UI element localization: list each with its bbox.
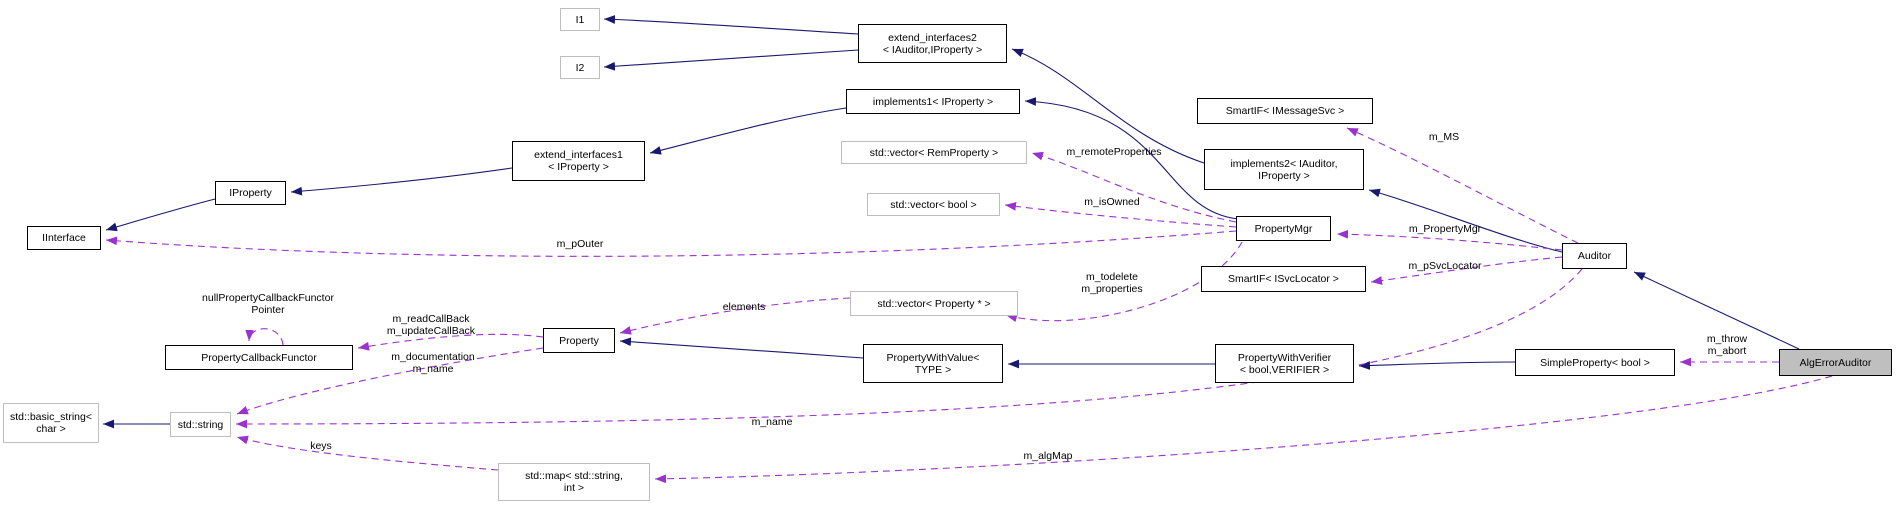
node-vector-remproperty: std::vector< RemProperty >: [841, 141, 1027, 164]
edge-stdmap-to-stdstring: [236, 435, 499, 471]
node-implements2[interactable]: implements2< IAuditor, IProperty >: [1204, 149, 1364, 190]
edge-label-m-algmap: m_algMap: [1023, 450, 1073, 462]
edge-iproperty-to-iinterface: [105, 198, 216, 232]
edge-extend-interfaces2-to-i1: [603, 15, 859, 35]
node-smartif-isvclocator[interactable]: SmartIF< ISvcLocator >: [1201, 266, 1366, 292]
edge-callbackfunctor-self-loop: [245, 328, 284, 346]
edge-label-m-isowned: m_isOwned: [1084, 196, 1140, 208]
edge-label-callbacks: m_readCallBack m_updateCallBack: [386, 313, 476, 337]
edge-algerrorauditor-to-auditor: [1633, 271, 1800, 350]
node-basic-string: std::basic_string< char >: [3, 403, 99, 443]
node-property[interactable]: Property: [543, 328, 615, 353]
edge-label-m-pouter: m_pOuter: [556, 238, 604, 250]
node-propertycallbackfunctor[interactable]: PropertyCallbackFunctor: [165, 345, 353, 370]
edge-propertymgr-to-iinterface: [105, 230, 1237, 257]
edge-label-m-propertymgr: m_PropertyMgr: [1408, 223, 1482, 235]
edge-label-elements: elements: [722, 301, 766, 313]
edge-propertywithvalue-to-property: [619, 337, 864, 359]
node-auditor[interactable]: Auditor: [1562, 243, 1627, 269]
edge-vector-property-ptr-to-property: [619, 297, 851, 335]
edge-label-m-todelete-m-properties: m_todelete m_properties: [1081, 271, 1143, 295]
edge-auditor-to-stdstring: [235, 268, 1583, 429]
edge-propertymgr-to-vector-bool: [1004, 202, 1237, 228]
edge-propertymgr-to-vector-property-ptr: [1005, 241, 1243, 323]
node-i1: I1: [560, 8, 600, 31]
node-propertymgr[interactable]: PropertyMgr: [1236, 216, 1331, 241]
node-propertywithverifier[interactable]: PropertyWithVerifier < bool,VERIFIER >: [1215, 344, 1354, 383]
node-implements1[interactable]: implements1< IProperty >: [846, 89, 1020, 114]
node-vector-bool: std::vector< bool >: [867, 193, 1000, 216]
edge-extend-interfaces1-to-iproperty: [290, 167, 513, 196]
edge-label-keys: keys: [310, 440, 332, 452]
node-simpleproperty-bool[interactable]: SimpleProperty< bool >: [1515, 349, 1675, 376]
edge-label-documentation-name: m_documentation m_name: [391, 351, 475, 375]
node-std-string: std::string: [170, 412, 231, 437]
edge-property-to-stdstring: [236, 347, 544, 415]
edge-extend-interfaces2-to-i2: [603, 49, 859, 71]
node-iinterface[interactable]: IInterface: [27, 226, 101, 250]
node-extend-interfaces2[interactable]: extend_interfaces2 < IAuditor,IProperty …: [858, 24, 1007, 63]
node-propertywithvalue[interactable]: PropertyWithValue< TYPE >: [863, 344, 1003, 383]
edge-label-m-name: m_name: [751, 416, 793, 428]
edge-property-to-callbackfunctor: [357, 333, 544, 351]
edge-propertymgr-to-vector-remproperty: [1031, 151, 1237, 223]
edge-auditor-to-implements2: [1368, 188, 1563, 253]
node-iproperty[interactable]: IProperty: [215, 181, 286, 205]
node-vector-property-ptr: std::vector< Property * >: [850, 291, 1018, 316]
node-std-map: std::map< std::string, int >: [498, 463, 650, 501]
node-smartif-imessagesvc[interactable]: SmartIF< IMessageSvc >: [1197, 98, 1373, 124]
edge-label-throw-abort: m_throw m_abort: [1706, 333, 1748, 357]
edge-label-m-ms: m_MS: [1428, 131, 1460, 143]
edge-auditor-to-propertymgr: [1336, 229, 1563, 251]
edge-simpleproperty-to-propertywithverifier: [1358, 361, 1516, 370]
node-i2: I2: [560, 56, 600, 79]
edge-auditor-to-smartif-isvclocator: [1370, 256, 1563, 285]
edge-algerrorauditor-to-stdmap: [654, 375, 1833, 484]
edge-label-m-remoteproperties: m_remoteProperties: [1066, 146, 1162, 158]
edge-propertymgr-to-implements1: [1024, 97, 1239, 220]
edge-label-nullpropertycallbackfunctor: nullPropertyCallbackFunctor Pointer: [202, 292, 334, 316]
node-algerrorauditor: AlgErrorAuditor: [1779, 349, 1892, 376]
edge-implements1-to-extend-interfaces1: [649, 107, 847, 155]
edge-auditor-to-smartif-imessagesvc: [1346, 127, 1579, 244]
node-extend-interfaces1[interactable]: extend_interfaces1 < IProperty >: [512, 141, 645, 181]
edge-implements2-to-extend-interfaces2: [1011, 48, 1205, 164]
edge-label-m-psvclocator: m_pSvcLocator: [1408, 260, 1482, 272]
